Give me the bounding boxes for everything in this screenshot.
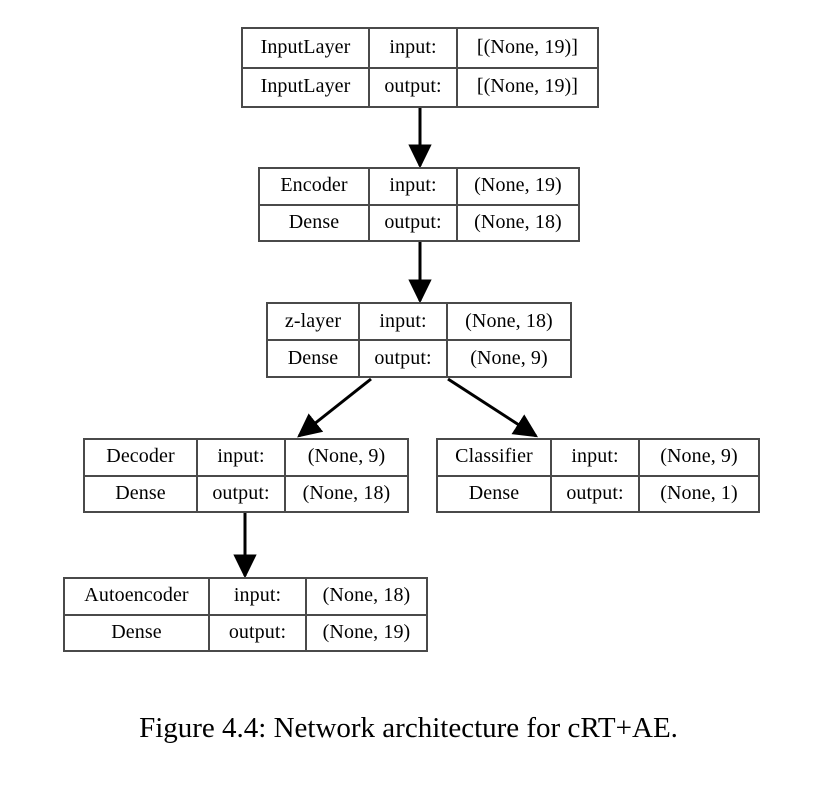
node-autoencoder-output-label: output: [210, 615, 307, 650]
node-encoder-output-row: Dense output: (None, 18) [260, 205, 578, 240]
node-autoencoder[interactable]: Autoencoder input: (None, 18) Dense outp… [63, 577, 428, 652]
node-z-layer-type: Dense [268, 341, 360, 376]
node-decoder-input-row: Decoder input: (None, 9) [85, 440, 407, 477]
node-encoder-type: Dense [260, 205, 370, 240]
node-autoencoder-output-row: Dense output: (None, 19) [65, 615, 426, 650]
node-decoder-input-shape: (None, 9) [307, 445, 386, 468]
node-z-layer-output-label: output: [360, 341, 448, 376]
node-encoder[interactable]: Encoder input: (None, 19) Dense output: … [258, 167, 580, 242]
node-input-layer[interactable]: InputLayer input: [(None, 19)] InputLaye… [241, 27, 599, 108]
node-classifier-input-row: Classifier input: (None, 9) [438, 440, 758, 477]
node-autoencoder-input-label: input: [210, 579, 307, 614]
node-decoder-name: Decoder [85, 440, 198, 475]
node-autoencoder-type: Dense [65, 615, 210, 650]
node-encoder-name: Encoder [260, 169, 370, 204]
node-z-layer-output-row: Dense output: (None, 9) [268, 341, 570, 376]
node-autoencoder-name: Autoencoder [65, 579, 210, 614]
node-decoder[interactable]: Decoder input: (None, 9) Dense output: (… [83, 438, 409, 513]
node-classifier-output-label: output: [552, 476, 640, 511]
node-input-layer-type: InputLayer [243, 68, 370, 106]
node-decoder-output-row: Dense output: (None, 18) [85, 476, 407, 511]
node-z-layer[interactable]: z-layer input: (None, 18) Dense output: … [266, 302, 572, 378]
node-input-layer-input-shape: [(None, 19)] [476, 35, 579, 58]
node-classifier-type: Dense [438, 476, 552, 511]
node-decoder-output-shape: (None, 18) [302, 481, 391, 504]
node-input-layer-output-shape: [(None, 19)] [476, 75, 579, 98]
edge-z-layer-to-classifier [447, 377, 539, 438]
node-encoder-input-label: input: [370, 169, 458, 204]
node-classifier[interactable]: Classifier input: (None, 9) Dense output… [436, 438, 760, 513]
node-input-layer-output-label: output: [370, 68, 458, 106]
node-classifier-input-shape: (None, 9) [660, 445, 738, 468]
node-decoder-output-label: output: [198, 476, 286, 511]
node-z-layer-input-row: z-layer input: (None, 18) [268, 304, 570, 341]
node-input-layer-input-label: input: [370, 29, 458, 67]
node-decoder-type: Dense [85, 476, 198, 511]
node-classifier-output-row: Dense output: (None, 1) [438, 476, 758, 511]
node-classifier-name: Classifier [438, 440, 552, 475]
node-autoencoder-input-shape: (None, 18) [322, 584, 411, 607]
node-input-layer-output-row: InputLayer output: [(None, 19)] [243, 68, 597, 106]
node-z-layer-input-label: input: [360, 304, 448, 339]
node-encoder-output-label: output: [370, 205, 458, 240]
node-autoencoder-input-row: Autoencoder input: (None, 18) [65, 579, 426, 616]
node-decoder-input-label: input: [198, 440, 286, 475]
node-z-layer-output-shape: (None, 9) [470, 346, 548, 369]
node-autoencoder-output-shape: (None, 19) [322, 620, 411, 643]
figure-caption: Figure 4.4: Network architecture for cRT… [139, 712, 678, 744]
node-encoder-input-shape: (None, 19) [474, 174, 562, 197]
node-encoder-input-row: Encoder input: (None, 19) [260, 169, 578, 206]
node-z-layer-input-shape: (None, 18) [465, 309, 553, 332]
node-input-layer-name: InputLayer [243, 29, 370, 67]
node-classifier-output-shape: (None, 1) [660, 481, 738, 504]
node-z-layer-name: z-layer [268, 304, 360, 339]
edge-z-layer-to-decoder [297, 377, 372, 438]
node-classifier-input-label: input: [552, 440, 640, 475]
node-encoder-output-shape: (None, 18) [474, 210, 562, 233]
node-input-layer-input-row: InputLayer input: [(None, 19)] [243, 29, 597, 69]
